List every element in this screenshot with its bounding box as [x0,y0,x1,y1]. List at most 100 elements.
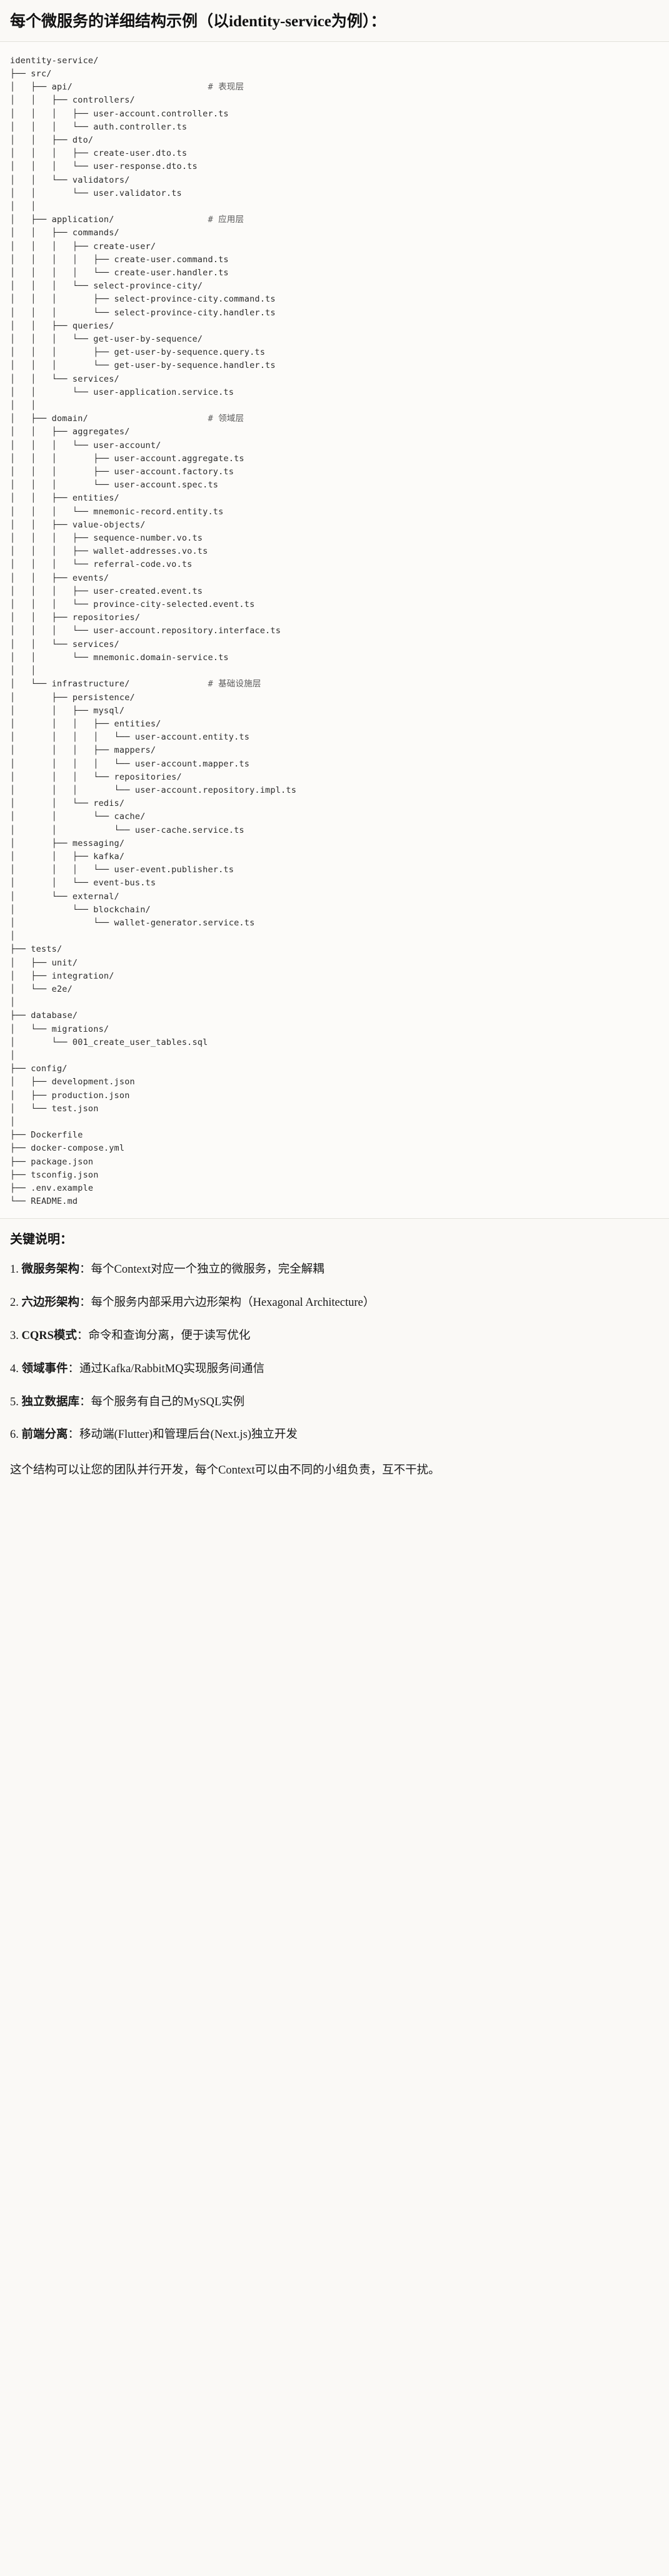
tree-line: │ │ │ └── user-event.publisher.ts [10,865,234,875]
key-note-separator: ： [68,1428,80,1442]
key-note-description: 移动端(Flutter)和管理后台(Next.js)独立开发 [79,1428,298,1442]
tree-line: │ │ │ └── user-response.dto.ts [10,161,198,172]
tree-line: │ [10,997,16,1008]
tree-line: │ └── e2e/ [10,984,73,994]
tree-line: │ │ │ ├── user-created.event.ts [10,586,203,596]
key-note-term: 微服务架构 [21,1263,80,1276]
tree-line: │ │ └── cache/ [10,812,146,822]
tree-line: │ └── blockchain/ [10,904,151,915]
tree-line: │ │ │ └── repositories/ [10,771,182,782]
tree-line: ├── tsconfig.json [10,1169,99,1180]
tree-line-comment: # 表现层 [208,82,244,93]
tree-line: │ │ │ └── user-account.repository.impl.t… [10,785,297,795]
tree-line: │ │ └── event-bus.ts [10,878,156,888]
key-note-number: 3. [10,1330,22,1343]
tree-line: │ │ ├── commands/ [10,228,119,238]
tree-line: │ │ │ │ └── user-account.mapper.ts [10,758,250,769]
tree-line: ├── package.json [10,1156,94,1167]
key-note-item: 5. 独立数据库：每个服务有自己的MySQL实例 [10,1394,659,1411]
key-note-item: 6. 前端分离：移动端(Flutter)和管理后台(Next.js)独立开发 [10,1427,659,1443]
tree-line: │ │ ├── dto/ [10,135,94,145]
tree-line: │ [10,1050,16,1061]
tree-line: │ │ └── mnemonic.domain-service.ts [10,652,229,663]
key-note-separator: ： [79,1263,91,1276]
key-note-separator: ： [79,1296,91,1310]
tree-line: │ ├── messaging/ [10,838,125,848]
key-note-term: CQRS模式 [21,1330,77,1343]
tree-line: │ │ └── user-application.service.ts [10,387,234,397]
key-note-term: 领域事件 [21,1362,68,1375]
tree-line: │ │ │ └── user-account.repository.interf… [10,626,281,636]
key-note-description: 通过Kafka/RabbitMQ实现服务间通信 [79,1362,265,1375]
key-note-item: 3. CQRS模式：命令和查询分离，便于读写优化 [10,1328,659,1345]
tree-line: │ │ │ ├── create-user.dto.ts [10,148,188,159]
tree-line: │ ├── development.json [10,1077,135,1087]
tree-line: identity-service/ [10,55,99,66]
tree-line: │ └── test.json [10,1103,99,1114]
tree-line: │ │ │ └── select-province-city/ [10,281,203,292]
tree-line: │ │ └── redis/ [10,798,125,809]
tree-line: │ │ │ └── mnemonic-record.entity.ts [10,506,224,517]
tree-line: │ ├── api/ # 表现层 [10,81,659,94]
tree-line: │ │ │ │ └── create-user.handler.ts [10,268,229,278]
tree-line: │ [10,931,16,942]
tree-line: │ │ │ └── get-user-by-sequence/ [10,334,203,345]
tree-line: │ [10,1117,16,1127]
key-note-number: 1. [10,1263,22,1276]
key-note-term: 前端分离 [21,1428,68,1442]
tree-line: ├── config/ [10,1064,68,1074]
tree-line: │ │ ├── value-objects/ [10,519,146,530]
tree-line-comment: # 领域层 [208,414,244,424]
tree-line: ├── docker-compose.yml [10,1143,125,1154]
tree-line: │ │ ├── mysql/ [10,705,125,716]
key-note-term: 独立数据库 [21,1395,80,1408]
key-note-description: 命令和查询分离，便于读写优化 [88,1330,251,1343]
tree-line: ├── database/ [10,1011,78,1021]
tree-line: │ │ │ ├── mappers/ [10,745,156,756]
tree-line: │ │ ├── events/ [10,573,109,583]
tree-line: │ │ │ ├── get-user-by-sequence.query.ts [10,347,266,358]
key-note-number: 4. [10,1362,22,1375]
tree-line: │ ├── persistence/ [10,692,135,703]
tree-line: │ │ └── validators/ [10,175,130,185]
tree-line: │ │ ├── controllers/ [10,95,135,106]
tree-line: │ ├── application/ # 应用层 [10,213,659,227]
key-notes-title: 关键说明： [10,1233,73,1247]
tree-line: │ │ └── user.validator.ts [10,188,182,198]
key-note-description: 每个Context对应一个独立的微服务，完全解耦 [91,1263,324,1276]
key-note-separator: ： [79,1395,91,1408]
key-note-description: 每个服务内部采用六边形架构（Hexagonal Architecture） [91,1296,375,1310]
tree-line: │ │ │ └── auth.controller.ts [10,121,188,132]
tree-line-path: │ ├── api/ [10,82,208,93]
tree-line: ├── Dockerfile [10,1130,83,1141]
key-note-description: 每个服务有自己的MySQL实例 [91,1395,245,1408]
key-note-item: 2. 六边形架构：每个服务内部采用六边形架构（Hexagonal Archite… [10,1295,659,1311]
page-title: 每个微服务的详细结构示例（以identity-service为例）： [10,13,386,30]
tree-line: │ ├── unit/ [10,957,78,968]
tree-line: │ │ │ │ ├── create-user.command.ts [10,254,229,265]
tree-line: │ └── external/ [10,891,119,902]
directory-tree: identity-service/├── src/│ ├── api/ # 表现… [10,54,659,1209]
tree-line: │ │ │ └── user-account/ [10,440,161,451]
directory-tree-block: identity-service/├── src/│ ├── api/ # 表现… [0,41,669,1219]
key-note-number: 6. [10,1428,22,1442]
tree-line: │ │ └── user-cache.service.ts [10,825,244,835]
tree-line-comment: # 应用层 [208,215,244,225]
tree-line: ├── tests/ [10,944,63,955]
key-note-number: 5. [10,1395,22,1408]
tree-line: │ │ │ ├── entities/ [10,718,161,729]
tree-line: │ └── wallet-generator.service.ts [10,917,255,928]
closing-paragraph: 这个结构可以让您的团队并行开发，每个Context可以由不同的小组负责，互不干扰… [10,1464,440,1477]
key-note-number: 2. [10,1296,22,1310]
tree-line: │ │ ├── repositories/ [10,613,141,623]
tree-line: │ │ ├── aggregates/ [10,427,130,437]
tree-line: │ │ [10,201,36,211]
key-note-item: 4. 领域事件：通过Kafka/RabbitMQ实现服务间通信 [10,1361,659,1378]
tree-line: │ └── 001_create_user_tables.sql [10,1037,208,1047]
tree-line: │ │ ├── queries/ [10,320,114,331]
document-header: 每个微服务的详细结构示例（以identity-service为例）： [0,0,669,42]
document-page: 每个微服务的详细结构示例（以identity-service为例）： ident… [0,0,669,1497]
tree-line: │ ├── domain/ # 领域层 [10,412,659,425]
